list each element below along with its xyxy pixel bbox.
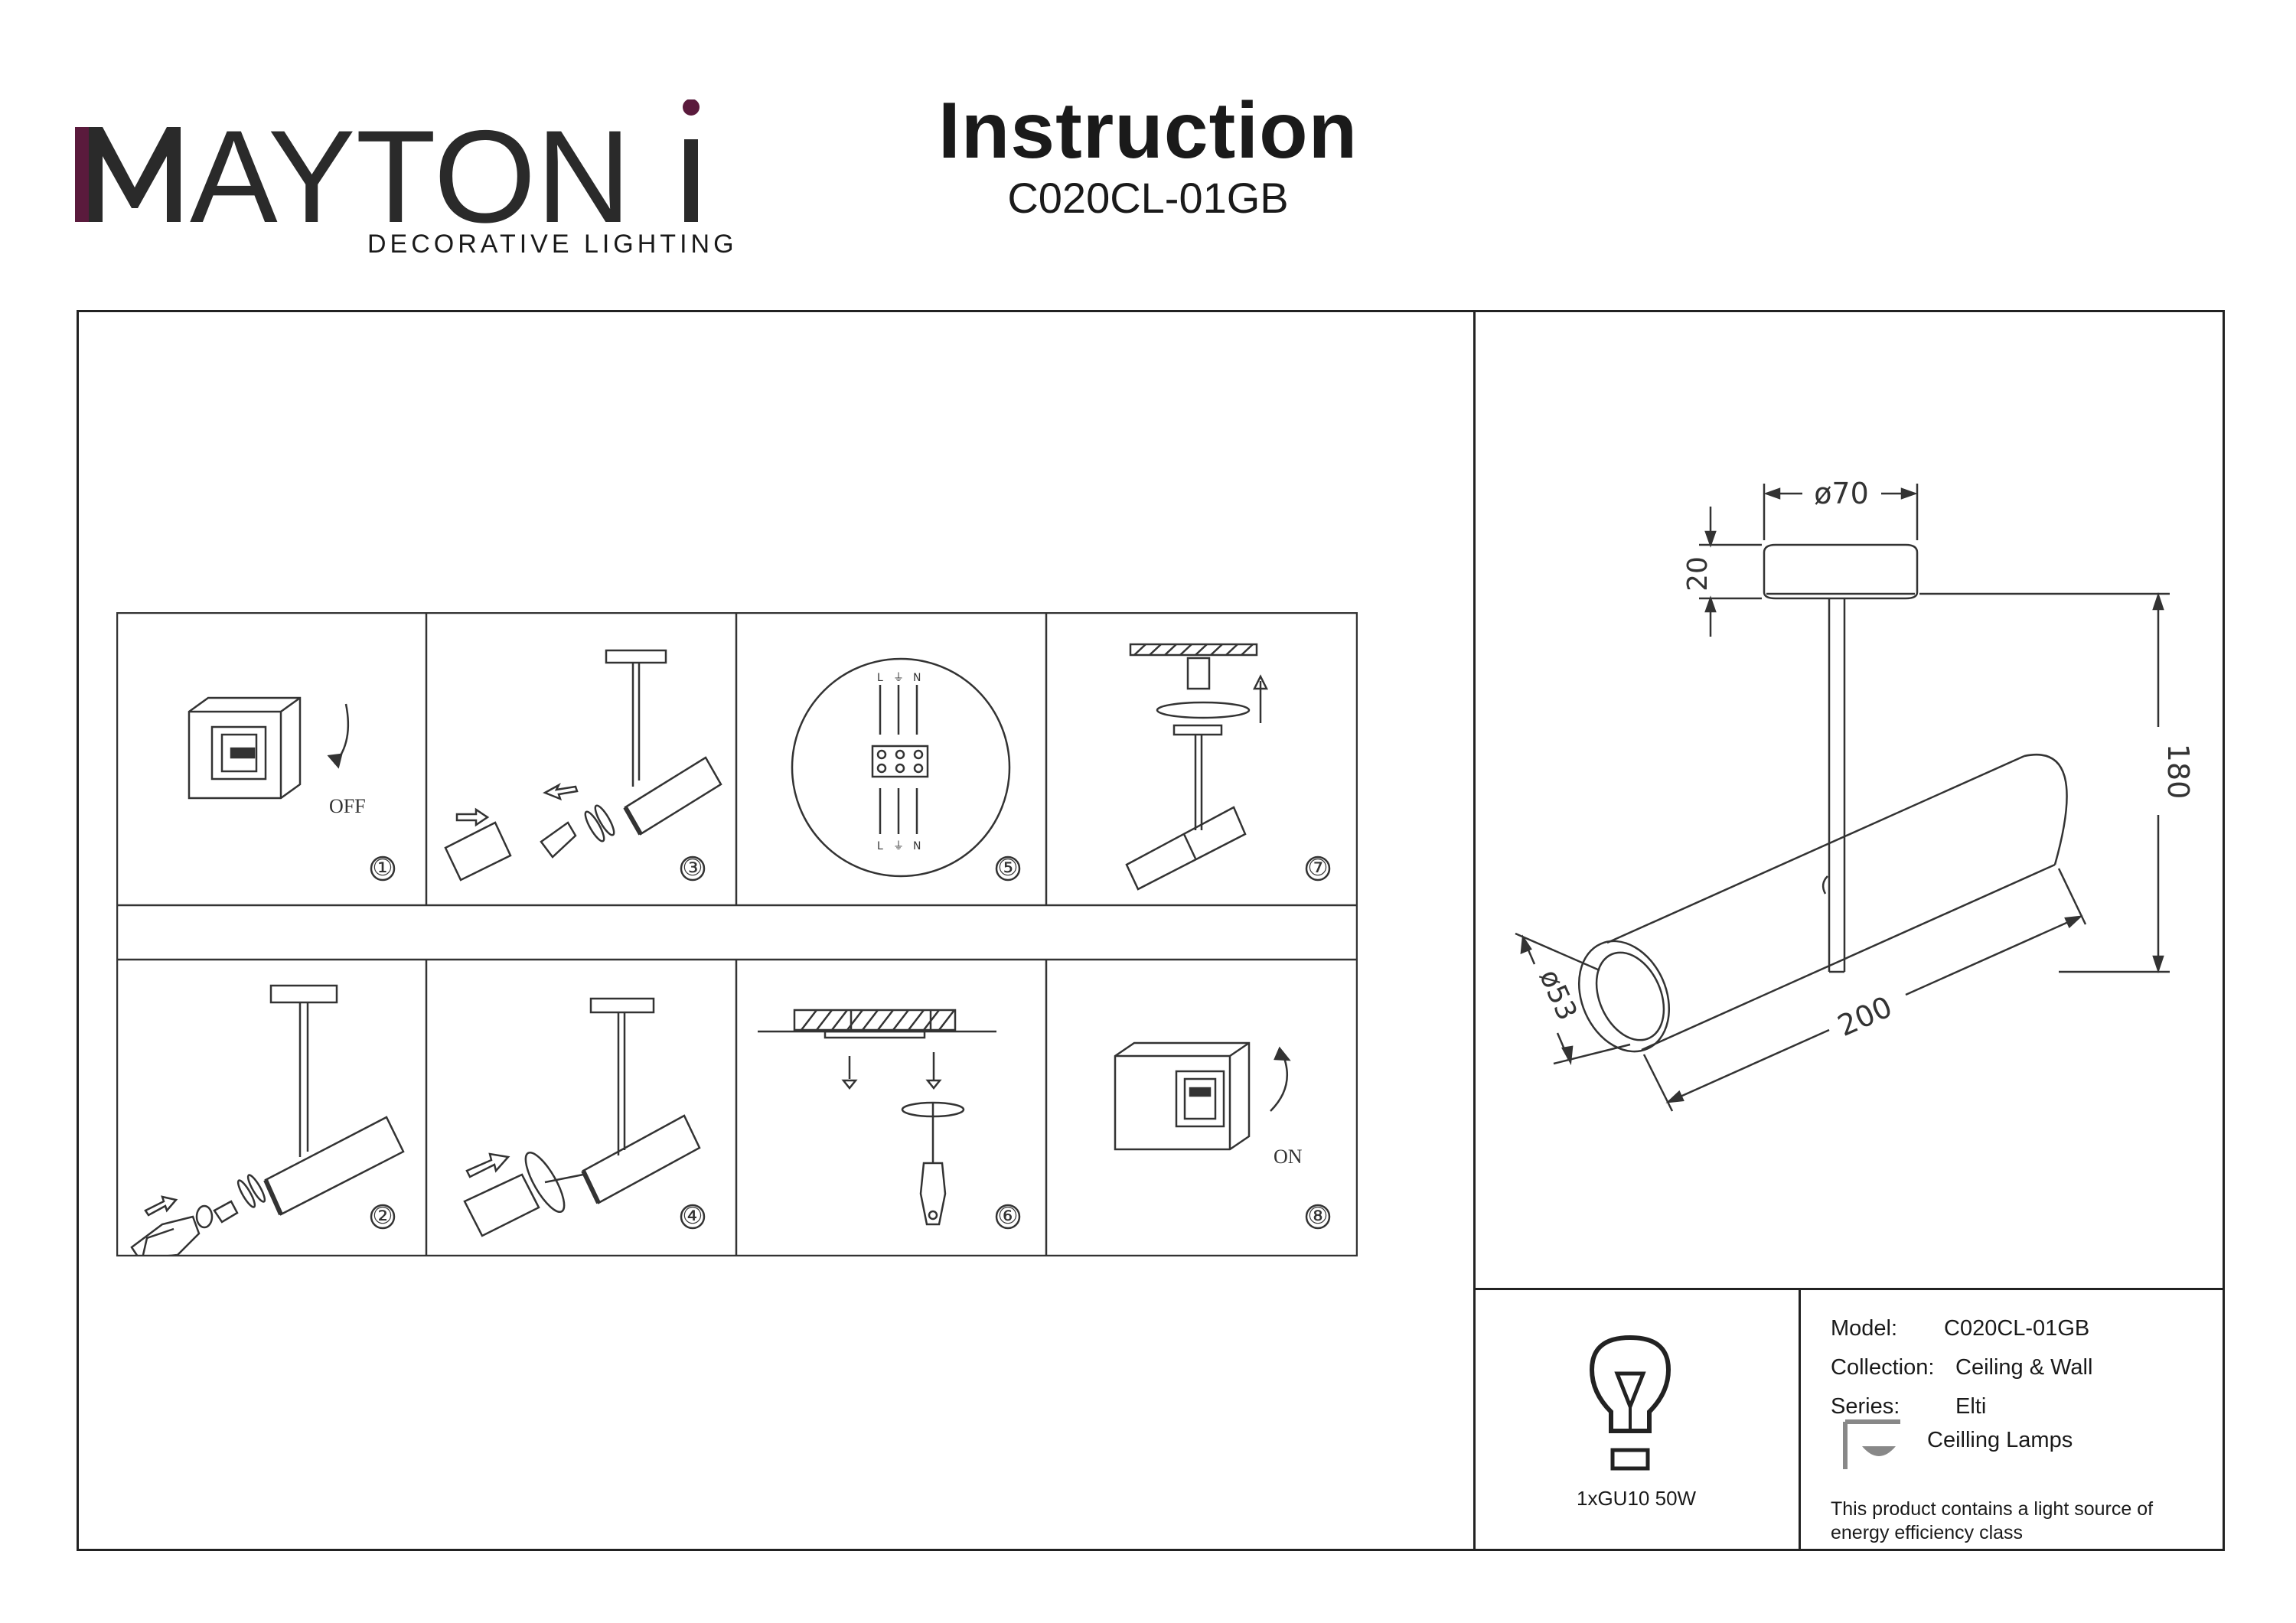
info-collection-value: Ceiling & Wall (1955, 1355, 2093, 1380)
power-switch-off-icon (188, 696, 350, 800)
step-1-number: ① (373, 855, 393, 882)
step-6-number: ⑥ (998, 1203, 1019, 1230)
step-8-panel: ON ⑧ (1114, 1041, 1331, 1230)
step-8-number: ⑧ (1308, 1203, 1329, 1230)
logo-dot (683, 99, 700, 116)
dim-shade-diameter-label: ø53 (1533, 965, 1583, 1025)
ceiling-lamp-icon (1843, 1419, 1900, 1469)
model-code: C020CL-01GB (1007, 174, 1289, 222)
wire-label-live-top: L (877, 672, 883, 684)
screwdriver-fixing-icon (758, 1009, 996, 1226)
logo-letters: AYTON (190, 103, 631, 230)
step-1-panel: OFF ① (188, 696, 396, 882)
info-divider (1799, 1288, 1801, 1551)
step-2-panel: ② (130, 984, 405, 1256)
step-6-panel: ⑥ (758, 1009, 1021, 1230)
lamp-disassembly-icon (444, 649, 722, 882)
ceiling-mount-icon (1125, 643, 1269, 891)
brand-logo: AYTON (75, 99, 700, 230)
info-series-value: Elti (1955, 1394, 1987, 1419)
step-1-caption: OFF (329, 795, 366, 817)
installation-steps: OFF ① ③ L ⏚ N L (116, 612, 1358, 1256)
wiring-terminal-icon (871, 685, 929, 834)
shade-outline (1577, 754, 2068, 1053)
step-4-panel: ④ (463, 997, 706, 1237)
dim-shade-length: 200 (1642, 868, 2087, 1112)
step-5-panel: L ⏚ N L ⏚ N ⑤ (791, 657, 1021, 882)
logo-letter-i-stem (684, 139, 698, 222)
step-3-number: ③ (683, 855, 703, 882)
bulb-removal-icon (130, 984, 405, 1256)
brand-tagline: DECORATIVE LIGHTING (367, 230, 738, 259)
info-model-label: Model: (1831, 1316, 1898, 1341)
info-model-value: C020CL-01GB (1944, 1316, 2090, 1341)
info-type-value: Ceilling Lamps (1927, 1428, 2073, 1452)
step-7-number: ⑦ (1308, 855, 1329, 882)
step-3-panel: ③ (444, 649, 722, 882)
step-2-number: ② (373, 1203, 393, 1230)
dim-canopy-diameter-label: ø70 (1814, 477, 1869, 510)
info-collection-label: Collection: (1831, 1355, 1935, 1380)
wire-label-earth-top: ⏚ (893, 672, 904, 684)
wiring-detail-circle (791, 657, 1011, 878)
shade-fitting-icon (463, 997, 701, 1237)
canopy-outline (1763, 543, 1919, 600)
frame-divider-horizontal (1473, 1288, 2225, 1290)
dim-canopy-diameter: ø70 (1763, 477, 1919, 540)
dimension-drawing: ø70 20 180 200 ø53 (1515, 477, 2195, 1112)
step-8-caption: ON (1274, 1146, 1303, 1168)
step-7-panel: ⑦ (1125, 643, 1331, 891)
step-5-number: ⑤ (998, 855, 1019, 882)
frame-divider-vertical (1473, 310, 1476, 1551)
wire-label-earth-bottom: ⏚ (893, 840, 904, 852)
dim-canopy-height-label: 20 (1682, 556, 1714, 592)
info-series-label: Series: (1831, 1394, 1900, 1419)
dim-total-height-label: 180 (2161, 744, 2195, 800)
bulb-spec-label: 1xGU10 50W (1577, 1487, 1697, 1510)
wire-label-live-bottom: L (877, 840, 883, 852)
power-switch-on-icon (1114, 1041, 1291, 1151)
document-frame (77, 310, 2225, 1551)
dim-shade-length-label: 200 (1833, 989, 1897, 1043)
page-title: Instruction (938, 86, 1358, 175)
light-bulb-icon (1589, 1335, 1671, 1471)
energy-efficiency-note: This product contains a light source of … (1831, 1498, 2154, 1543)
wire-label-neutral-bottom: N (913, 840, 921, 852)
wire-label-neutral-top: N (913, 672, 921, 684)
dim-canopy-height: 20 (1682, 507, 1762, 637)
logo-letter-m (75, 127, 181, 222)
dim-total-height: 180 (1919, 592, 2195, 973)
step-4-number: ④ (683, 1203, 703, 1230)
